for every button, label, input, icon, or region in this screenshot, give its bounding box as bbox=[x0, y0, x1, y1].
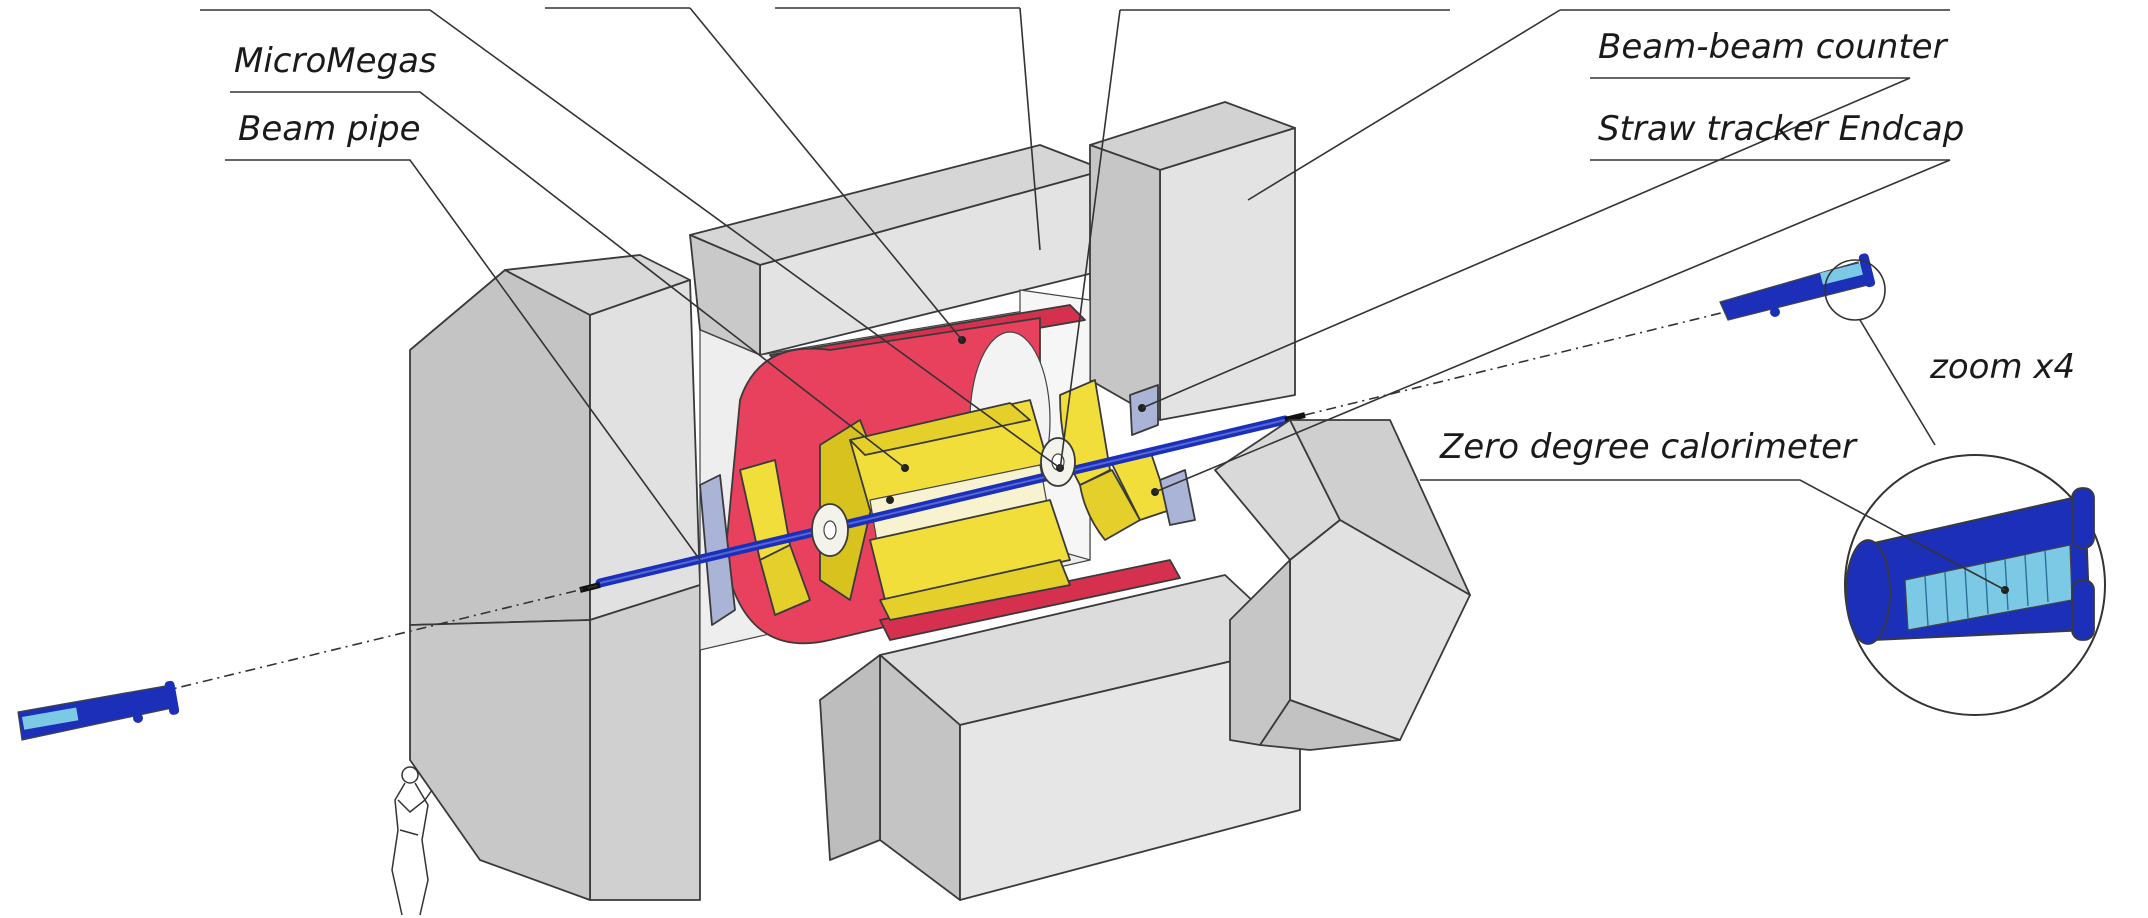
label-beam-beam-counter: Beam-beam counter bbox=[1598, 27, 1949, 67]
right-inner-endcaps bbox=[1059, 379, 1196, 541]
top-leader-lines bbox=[200, 7, 1950, 11]
bottom-barrel-yoke bbox=[819, 574, 1301, 901]
zoom-link bbox=[1859, 319, 1936, 446]
label-leaders bbox=[225, 7, 2006, 591]
beam-axis bbox=[159, 311, 1726, 693]
label-micromegas: MicroMegas bbox=[234, 41, 437, 81]
inner-tracker bbox=[819, 399, 1071, 621]
beam-pipe bbox=[579, 412, 1306, 593]
zdc-left bbox=[17, 680, 180, 741]
right-endcap-yoke bbox=[1214, 419, 1471, 751]
label-zoom: zoom x4 bbox=[1929, 347, 2075, 387]
top-barrel-yoke bbox=[689, 101, 1296, 421]
left-inner-endcaps bbox=[699, 459, 811, 626]
zdc-right bbox=[1719, 253, 1886, 321]
zdc-zoom-inset bbox=[1844, 454, 2106, 716]
left-endcap-yoke bbox=[409, 254, 701, 901]
label-straw-tracker-endcap: Straw tracker Endcap bbox=[1598, 109, 1964, 149]
label-beam-pipe: Beam pipe bbox=[238, 109, 421, 149]
label-zero-degree-calorimeter: Zero degree calorimeter bbox=[1439, 427, 1858, 467]
human-scale-figure bbox=[391, 766, 433, 916]
